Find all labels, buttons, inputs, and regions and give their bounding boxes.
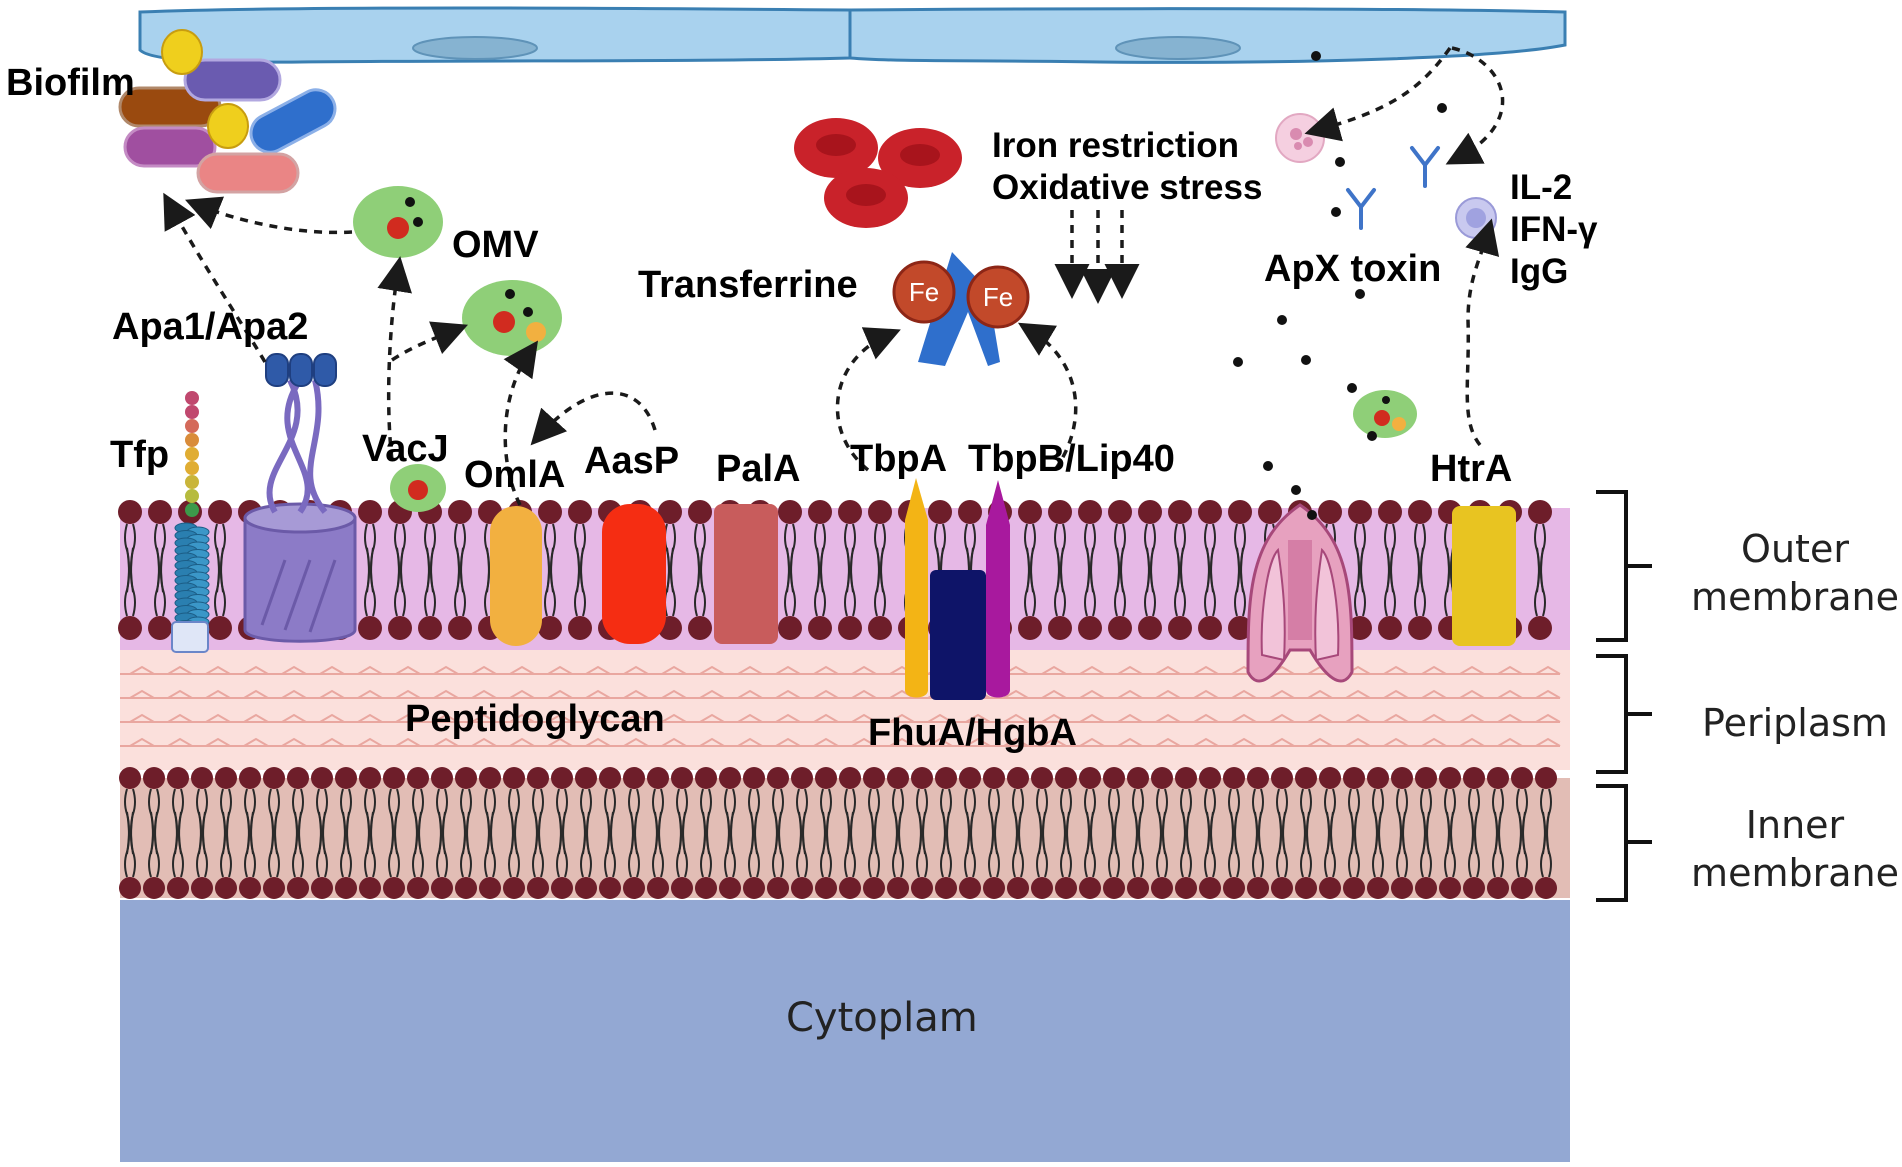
tbpb-protein [986, 480, 1010, 698]
label-htra: HtrA [1430, 448, 1513, 490]
label-fhua: FhuA/HgbA [868, 712, 1077, 754]
label-inner-membrane-line1: Inner [1745, 803, 1845, 847]
arrow-apa-to-biofilm [163, 192, 267, 363]
apx-toxin-particles [1233, 51, 1447, 520]
arrow-toxin-to-antibody [1445, 46, 1505, 165]
label-biofilm: Biofilm [6, 62, 135, 104]
label-inner-membrane-line2: membrane [1691, 850, 1899, 895]
label-pala: PalA [716, 448, 801, 490]
label-il2: IL-2 [1510, 168, 1573, 207]
arrow-vacj-to-omv2 [391, 321, 468, 362]
label-outer-membrane-line1: Outer [1741, 527, 1849, 571]
label-oxidative-stress: Oxidative stress [992, 168, 1263, 207]
host-nucleus-right [1115, 36, 1241, 60]
biofilm-cluster [118, 29, 337, 194]
immune-elements [1275, 113, 1497, 239]
layer-brackets [1596, 490, 1652, 902]
apx-pore [1246, 503, 1354, 683]
bracket-outer-membrane [1596, 490, 1652, 642]
pala-protein [714, 504, 778, 644]
tbpa-protein [905, 478, 928, 698]
label-iron-restriction: Iron restriction [992, 126, 1239, 165]
host-nucleus-left [412, 36, 538, 60]
arrow-toxin-to-immune [1304, 46, 1452, 142]
inner-membrane [119, 767, 1570, 899]
label-periplasm: Periplasm [1702, 701, 1888, 745]
label-tbpb: TbpB/Lip40 [968, 438, 1175, 480]
apa-barrel [243, 353, 357, 643]
fe-label-1: Fe [909, 277, 939, 307]
label-cytoplasm: Cytoplam [786, 995, 978, 1041]
inner-membrane-lipids [119, 767, 1557, 899]
arrow-omla-to-omv [503, 340, 539, 506]
label-tfp: Tfp [110, 434, 170, 476]
label-inner-membrane: Inner membrane [1690, 802, 1900, 897]
label-omla: OmlA [464, 454, 566, 496]
label-apx-toxin: ApX toxin [1264, 248, 1442, 290]
aasp-protein [602, 504, 666, 644]
label-peptidoglycan: Peptidoglycan [405, 698, 665, 740]
host-cell-right [848, 7, 1567, 64]
red-blood-cells [794, 118, 962, 228]
htra-protein [1452, 506, 1516, 646]
fe-label-2: Fe [983, 282, 1013, 312]
tfp-pilus [171, 391, 210, 653]
label-aasp: AasP [584, 440, 680, 482]
host-cells [138, 6, 1567, 64]
label-apa: Apa1/Apa2 [112, 306, 309, 348]
cytoplasm-block [120, 900, 1570, 1162]
dashed-arrows [163, 46, 1505, 506]
arrow-vacj-to-omv1 [377, 256, 412, 461]
label-outer-membrane-line2: membrane [1691, 574, 1899, 619]
omla-protein [490, 506, 542, 646]
label-tbpa: TbpA [850, 438, 948, 480]
label-igg: IgG [1510, 252, 1569, 291]
bracket-inner-membrane [1596, 784, 1652, 902]
membrane-proteins [490, 478, 1516, 700]
arrow-tbpa-to-fe [835, 327, 901, 472]
label-omv: OMV [452, 224, 539, 266]
arrow-omv-to-biofilm [185, 196, 353, 235]
arrow-tbpb-to-fe [1018, 322, 1078, 472]
label-transferrine: Transferrine [638, 264, 858, 306]
label-vacj: VacJ [362, 428, 449, 470]
outer-membrane-vesicles [353, 186, 1417, 512]
label-outer-membrane: Outer membrane [1690, 526, 1900, 621]
label-ifn: IFN-γ [1510, 210, 1598, 249]
bracket-periplasm [1596, 654, 1652, 774]
arrow-aasp-to-omla [530, 391, 657, 446]
transferrin-complex: Fe Fe [892, 252, 1030, 366]
fhua-protein [930, 570, 986, 700]
arrow-htra-to-cytokines [1465, 218, 1500, 447]
